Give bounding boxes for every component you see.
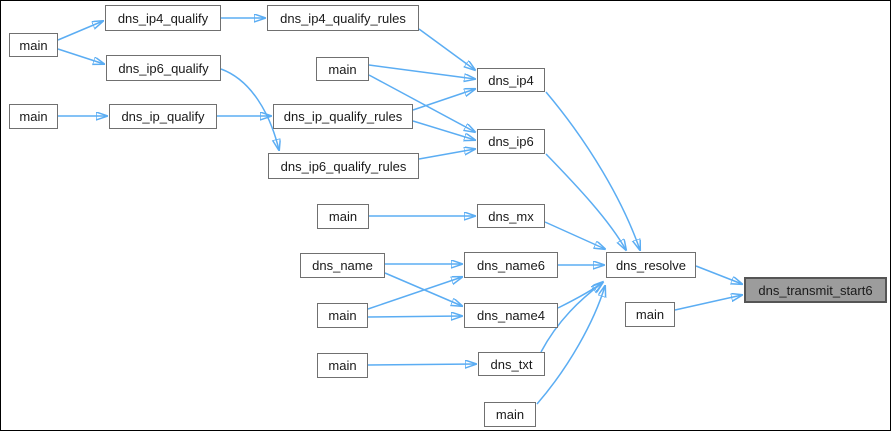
graph-node-label: main [328, 308, 357, 323]
graph-node-label: main [19, 37, 48, 53]
graph-node-main_a[interactable]: main [9, 33, 58, 57]
graph-node-label: main [328, 358, 357, 373]
graph-node-dns_txt[interactable]: dns_txt [478, 352, 545, 376]
graph-node-dns_ip6[interactable]: dns_ip6 [477, 129, 545, 154]
graph-node-dns_transmit_start6[interactable]: dns_transmit_start6 [744, 277, 887, 303]
edge-dns_ip_qualify_rules-to-dns_ip4 [412, 89, 475, 111]
graph-node-main_e[interactable]: main [317, 303, 368, 328]
edge-main_g-to-dns_transmit_start6 [674, 295, 742, 311]
edge-dns_mx-to-dns_resolve [544, 221, 605, 249]
edge-dns_ip6-to-dns_resolve [545, 153, 626, 250]
graph-node-label: main [328, 61, 357, 77]
graph-node-label: dns_name4 [477, 308, 545, 323]
edge-dns_resolve-to-dns_transmit_start6 [695, 265, 742, 284]
graph-node-dns_ip4[interactable]: dns_ip4 [477, 68, 545, 92]
edge-dns_name4-to-dns_resolve [557, 282, 603, 309]
edge-dns_ip6_qualify_rules-to-dns_ip6 [418, 149, 475, 160]
graph-node-dns_name6[interactable]: dns_name6 [464, 252, 558, 278]
graph-node-dns_name[interactable]: dns_name [300, 253, 385, 278]
graph-node-dns_ip4_qualify_rules[interactable]: dns_ip4_qualify_rules [267, 5, 419, 31]
graph-node-label: dns_name [312, 258, 373, 273]
graph-node-label: dns_name6 [477, 257, 545, 273]
edge-main_c-to-dns_ip6 [368, 74, 475, 132]
graph-node-label: main [328, 209, 358, 224]
graph-node-label: dns_resolve [615, 257, 687, 273]
graph-node-label: dns_transmit_start6 [758, 282, 873, 298]
graph-node-main_g[interactable]: main [625, 302, 675, 327]
graph-node-label: dns_ip6 [488, 134, 534, 149]
edge-dns_ip4_qualify_rules-to-dns_ip4 [418, 28, 475, 70]
edge-dns_ip4-to-dns_resolve [545, 91, 640, 250]
graph-node-label: dns_ip4 [488, 72, 534, 88]
edge-main_e-to-dns_name4 [367, 316, 462, 317]
edge-main_h-to-dns_resolve [536, 286, 605, 405]
graph-node-dns_ip_qualify[interactable]: dns_ip_qualify [109, 104, 217, 129]
graph-node-label: dns_ip4_qualify [117, 10, 209, 26]
graph-node-dns_ip_qualify_rules[interactable]: dns_ip_qualify_rules [273, 104, 413, 129]
edge-dns_txt-to-dns_resolve [540, 283, 602, 353]
graph-node-dns_ip6_qualify_rules[interactable]: dns_ip6_qualify_rules [268, 153, 419, 179]
graph-node-label: dns_txt [490, 356, 533, 372]
edge-main_f-to-dns_txt [367, 364, 476, 365]
graph-node-dns_resolve[interactable]: dns_resolve [606, 252, 696, 278]
graph-node-main_f[interactable]: main [317, 353, 368, 378]
graph-node-label: dns_ip6_qualify_rules [280, 158, 407, 174]
graph-node-main_h[interactable]: main [484, 402, 536, 427]
graph-node-label: dns_ip6_qualify [118, 60, 209, 76]
graph-node-dns_mx[interactable]: dns_mx [477, 204, 545, 228]
edge-dns_ip_qualify_rules-to-dns_ip6 [412, 120, 475, 140]
graph-node-main_b[interactable]: main [9, 104, 58, 129]
graph-node-main_c[interactable]: main [316, 57, 369, 81]
graph-node-label: dns_mx [488, 208, 534, 224]
graph-node-dns_ip6_qualify[interactable]: dns_ip6_qualify [106, 55, 221, 81]
graph-node-label: dns_ip4_qualify_rules [280, 10, 406, 26]
edge-main_a-to-dns_ip6_qualify [57, 48, 104, 64]
edge-main_a-to-dns_ip4_qualify [57, 21, 103, 41]
graph-node-label: main [635, 307, 665, 322]
graph-node-label: main [19, 109, 48, 124]
graph-node-label: main [495, 407, 525, 422]
edge-main_e-to-dns_name6 [367, 277, 462, 310]
graph-node-label: dns_ip_qualify_rules [283, 109, 403, 124]
graph-node-dns_ip4_qualify[interactable]: dns_ip4_qualify [105, 5, 221, 31]
edge-main_c-to-dns_ip4 [368, 64, 475, 79]
edge-dns_ip6_qualify-to-dns_ip6_qualify_rules [220, 68, 279, 150]
graph-node-label: dns_ip_qualify [121, 109, 205, 124]
graph-node-main_d[interactable]: main [317, 204, 369, 229]
graph-node-dns_name4[interactable]: dns_name4 [464, 303, 558, 328]
